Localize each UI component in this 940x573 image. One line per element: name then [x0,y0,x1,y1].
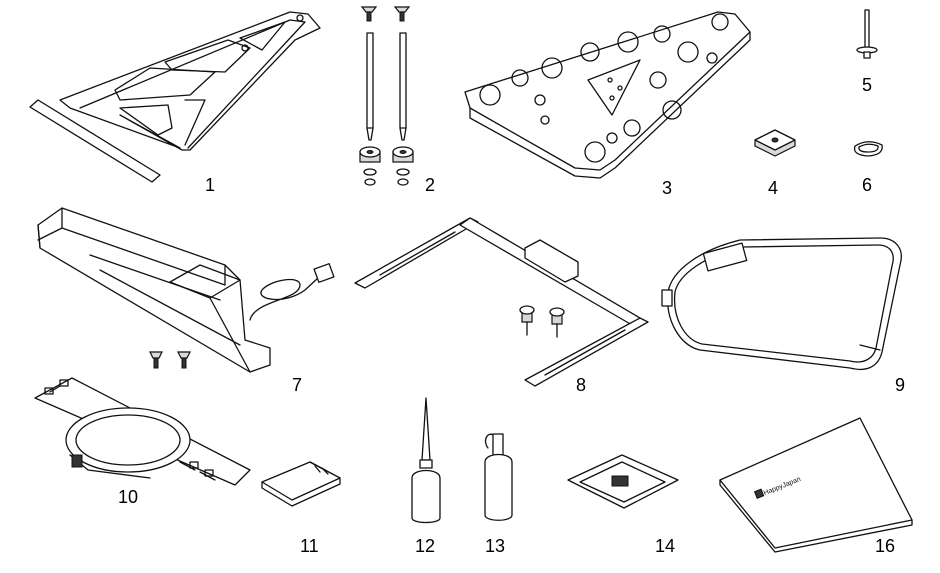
stand-rods-icon [359,6,414,186]
packet-icon [567,454,679,509]
part-number-16: 16 [875,536,896,556]
part-number-5: 5 [862,75,873,95]
pin-icon [856,9,878,59]
table-plate-icon [464,11,751,179]
part-number-12: 12 [415,536,436,556]
part-number-7: 7 [292,375,303,395]
part-number-3: 3 [662,178,673,198]
part-number-4: 4 [768,178,779,198]
arm-unit-icon [37,207,335,373]
grease-bottle-icon [484,433,513,521]
part-number-2: 2 [425,175,436,195]
part-number-10: 10 [118,487,139,507]
part-number-8: 8 [576,375,587,395]
card-icon [261,461,341,507]
part-number-13: 13 [485,536,506,556]
large-hoop-icon [661,237,902,371]
hoop-stand-icon [29,11,321,183]
ring-icon [853,141,883,157]
part-number-9: 9 [895,375,906,395]
manual-icon: HappyJapan [719,417,913,553]
pad-icon [754,129,796,157]
part-number-14: 14 [655,536,676,556]
part-number-11: 11 [300,536,319,556]
part-number-1: 1 [205,175,216,195]
oiler-icon [411,397,441,524]
frame-holder-icon [354,217,649,387]
cap-hoop-icon [34,377,251,486]
part-number-6: 6 [862,175,873,195]
